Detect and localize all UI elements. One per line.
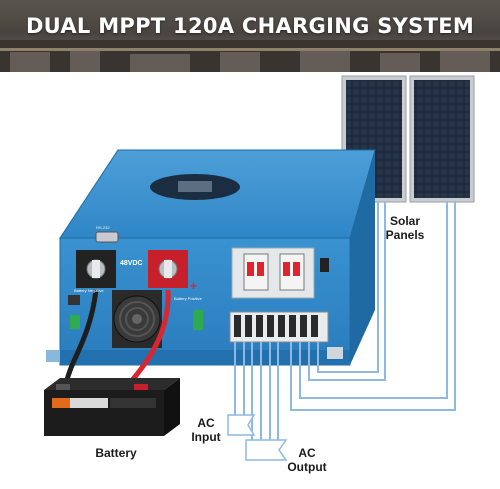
ac-output-plug-icon <box>245 439 288 461</box>
battery-positive-label: Battery Positive <box>174 296 202 301</box>
battery-icon <box>44 378 180 436</box>
ac-output-label: AC Output <box>287 446 327 474</box>
voltage-label: 48VDC <box>120 260 143 267</box>
breaker-icon <box>231 247 315 299</box>
battery-negative-terminal <box>76 250 116 288</box>
page-title: DUAL MPPT 120A CHARGING SYSTEM <box>25 14 475 38</box>
ac-input-plug-icon <box>227 414 256 436</box>
header-banner: DUAL MPPT 120A CHARGING SYSTEM <box>0 0 500 72</box>
battery-negative-label: Battery Negative <box>74 288 104 293</box>
battery-label: Battery <box>95 446 137 460</box>
terminal-block-icon <box>229 311 329 343</box>
power-switch <box>320 258 329 272</box>
ac-input-label: AC Input <box>191 416 221 444</box>
rs232-port <box>95 231 119 243</box>
solar-panels-label: Solar Panels <box>385 214 425 242</box>
terminal-connector <box>193 310 203 330</box>
banner-background <box>0 40 500 72</box>
solar-wires <box>290 202 456 411</box>
ac-wires <box>234 342 279 440</box>
plus-sign: + <box>190 279 197 293</box>
positive-cable <box>126 289 171 387</box>
rs232-label: RS-232 <box>96 225 110 230</box>
fan-icon <box>112 290 162 348</box>
battery-positive-terminal <box>148 250 188 288</box>
negative-cable <box>63 289 99 386</box>
solar-panel-icon <box>409 75 475 203</box>
